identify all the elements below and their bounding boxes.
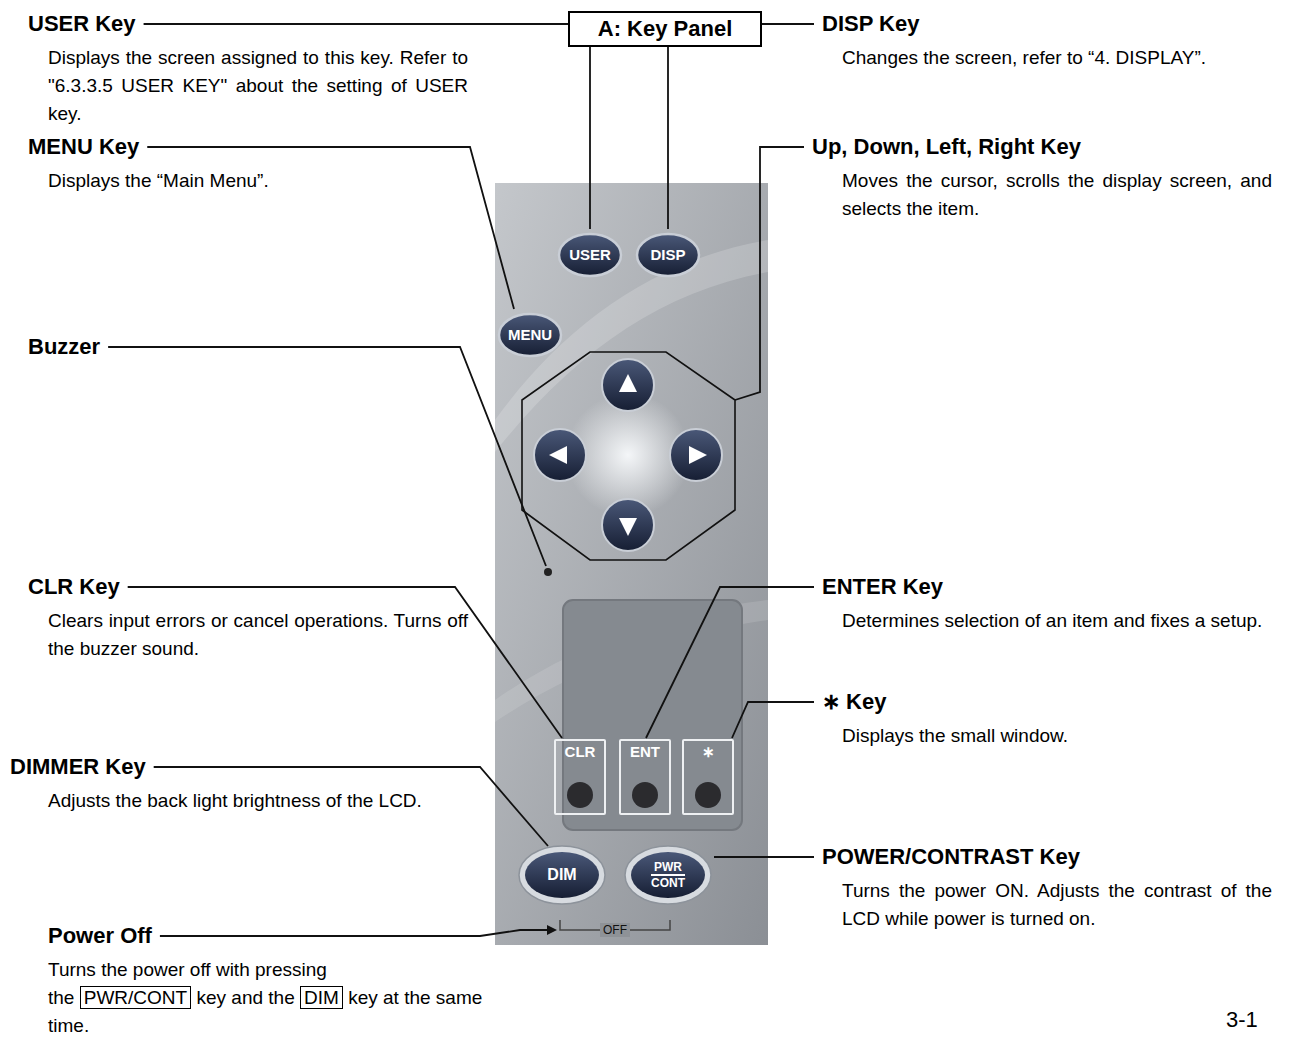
off-marking: OFF (600, 923, 630, 937)
part-heading: Buzzer (28, 333, 100, 361)
recess (563, 600, 742, 830)
key-text: USER (569, 246, 611, 264)
key-description: Displays the screen assigned to this key… (48, 44, 468, 128)
leader-line (732, 702, 814, 738)
key-heading: ∗ Key (822, 688, 886, 716)
key-text: A: Key Panel (598, 16, 733, 42)
key-reference: PWR/CONT (80, 986, 191, 1009)
key-heading: ENTER Key (822, 573, 943, 601)
arrow-symbols (549, 374, 707, 536)
star-key: ∗ (682, 739, 734, 815)
clr-key: CLR (554, 739, 606, 815)
key-text: ∗ (702, 742, 715, 762)
disp-key: DISP (635, 232, 701, 278)
right-key (670, 429, 722, 481)
down-key (602, 499, 654, 551)
key-legend: DISP (650, 246, 685, 264)
key-button (567, 782, 593, 808)
left-key (534, 429, 586, 481)
key-description: Moves the cursor, scrolls the display sc… (842, 167, 1272, 223)
dim-key: DIM (518, 845, 606, 905)
ent-key: ENT (619, 739, 671, 815)
key-face (637, 234, 699, 276)
key-face (525, 852, 599, 898)
leader-line (714, 856, 814, 858)
key-description: Displays the “Main Menu”. (48, 167, 468, 195)
key-description: Turns the power ON. Adjusts the contrast… (842, 877, 1272, 933)
key-face (559, 234, 621, 276)
key-heading: USER Key (28, 10, 136, 38)
key-text: CONT (651, 874, 685, 890)
key-reference: DIM (300, 986, 343, 1009)
right-arrow (689, 446, 707, 464)
leader-line (668, 24, 814, 229)
key-description: Determines selection of an item and fixe… (842, 607, 1272, 635)
key-text: ENT (630, 742, 660, 762)
up-key (602, 359, 654, 411)
key-legend: ∗ (702, 742, 715, 762)
key-button (695, 782, 721, 808)
arrow-keys (534, 359, 722, 551)
leader-line (128, 587, 562, 738)
arrow-group-outline (522, 352, 735, 560)
key-legend: A: Key Panel (598, 16, 733, 42)
user-key: USER (557, 232, 623, 278)
off-arrowhead (547, 925, 557, 935)
leader-line (735, 147, 804, 400)
key-legend: DIM (547, 866, 576, 884)
down-arrow (619, 518, 637, 536)
key-legend: PWRCONT (651, 860, 685, 890)
key-description: Clears input errors or cancel operations… (48, 607, 468, 663)
page-number: 3-1 (1226, 1006, 1258, 1034)
pwr-cont-key: PWRCONT (624, 845, 712, 905)
leader-line (646, 587, 814, 738)
key-description: Displays the small window. (842, 722, 1272, 750)
key-heading: POWER/CONTRAST Key (822, 843, 1080, 871)
key-face (499, 314, 561, 356)
key-face (631, 852, 705, 898)
key-legend: ENT (630, 742, 660, 762)
key-text: DIM (547, 866, 576, 884)
key-heading: DISP Key (822, 10, 919, 38)
key-ring (625, 846, 711, 904)
operation-heading: Power Off (48, 922, 152, 950)
leader-line (160, 930, 548, 936)
key-heading: DIMMER Key (10, 753, 146, 781)
key-text: PWR (651, 860, 685, 874)
key-legend: USER (569, 246, 611, 264)
key-heading: Up, Down, Left, Right Key (812, 133, 1081, 161)
key-text: MENU (508, 326, 552, 344)
buzzer-hole (544, 568, 552, 576)
key-button (632, 782, 658, 808)
key-ring (519, 846, 605, 904)
power-off-description: Turns the power off with pressing thePWR… (48, 956, 488, 1040)
up-arrow (619, 374, 637, 392)
title-box: A: Key Panel (568, 11, 762, 47)
menu-key: MENU (497, 312, 563, 358)
description-text: key and the (196, 987, 294, 1008)
key-text: CLR (565, 742, 596, 762)
key-description: Changes the screen, refer to “4. DISPLAY… (842, 44, 1272, 72)
key-legend: MENU (508, 326, 552, 344)
key-legend: CLR (565, 742, 596, 762)
left-arrow (549, 446, 567, 464)
key-heading: CLR Key (28, 573, 120, 601)
key-description: Adjusts the back light brightness of the… (48, 787, 468, 815)
key-text: DISP (650, 246, 685, 264)
key-heading: MENU Key (28, 133, 139, 161)
leader-line (108, 347, 546, 566)
